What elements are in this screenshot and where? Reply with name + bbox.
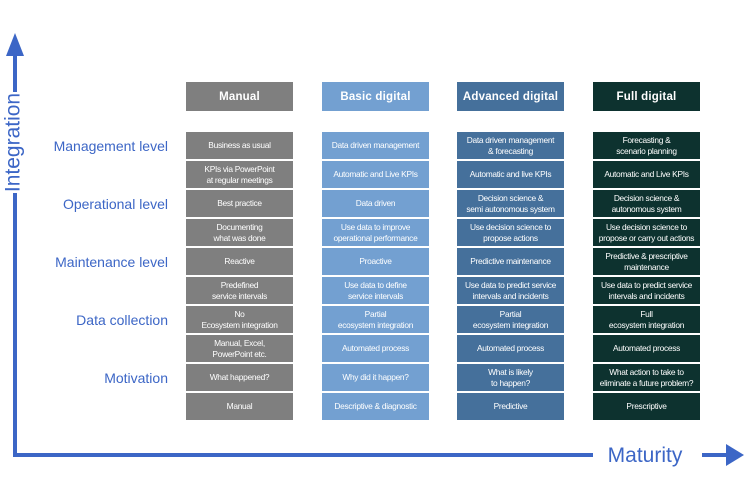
matrix-cell: No Ecosystem integration	[186, 306, 293, 333]
matrix-cell: Predefined service intervals	[186, 277, 293, 304]
matrix-cell: Use decision science to propose actions	[457, 219, 564, 246]
matrix-cell: Use decision science to propose or carry…	[593, 219, 700, 246]
column-header-manual: Manual	[186, 82, 293, 111]
integration-axis-line	[13, 55, 17, 92]
column-header-advanced-digital: Advanced digital	[457, 82, 564, 111]
matrix-cell: Why did it happen?	[322, 364, 429, 391]
matrix-cell: Automatic and live KPIs	[457, 161, 564, 188]
matrix-cell: Predictive & prescriptive maintenance	[593, 248, 700, 275]
matrix-cell: Decision science & semi autonomous syste…	[457, 190, 564, 217]
row-label-management-level: Management level	[53, 137, 168, 154]
matrix-cell: Manual, Excel, PowerPoint etc.	[186, 335, 293, 362]
matrix-cell: Documenting what was done	[186, 219, 293, 246]
matrix-cell: Use data to improve operational performa…	[322, 219, 429, 246]
matrix-cell: Data driven management & forecasting	[457, 132, 564, 159]
matrix-cell: Predictive maintenance	[457, 248, 564, 275]
matrix-cell: Automated process	[457, 335, 564, 362]
column-header-full-digital: Full digital	[593, 82, 700, 111]
matrix-cell: Partial ecosystem integration	[322, 306, 429, 333]
matrix-cell: Decision science & autonomous system	[593, 190, 700, 217]
maturity-axis-line	[702, 453, 727, 457]
maturity-axis-arrowhead-icon	[726, 444, 744, 466]
matrix-cell: Use data to predict service intervals an…	[457, 277, 564, 304]
matrix-cell: Proactive	[322, 248, 429, 275]
matrix-cell: Full ecosystem integration	[593, 306, 700, 333]
matrix-cell: What is likely to happen?	[457, 364, 564, 391]
matrix-cell: Use data to define service intervals	[322, 277, 429, 304]
matrix-cell: Manual	[186, 393, 293, 420]
matrix-cell: Automated process	[593, 335, 700, 362]
matrix-cell: Use data to predict service intervals an…	[593, 277, 700, 304]
matrix-cell: What action to take to eliminate a futur…	[593, 364, 700, 391]
integration-axis-arrowhead-icon	[6, 33, 24, 56]
matrix-cell: Best practice	[186, 190, 293, 217]
row-label-operational-level: Operational level	[62, 195, 168, 212]
matrix-cell: KPIs via PowerPoint at regular meetings	[186, 161, 293, 188]
matrix-cell: Automatic and Live KPIs	[593, 161, 700, 188]
matrix-cell: Automatic and Live KPIs	[322, 161, 429, 188]
matrix-cell: Data driven	[322, 190, 429, 217]
row-label-data-collection: Data collection	[76, 311, 168, 328]
matrix-cell: Predictive	[457, 393, 564, 420]
matrix-cell: Reactive	[186, 248, 293, 275]
matrix-cell: Descriptive & diagnostic	[322, 393, 429, 420]
matrix-cell: Forecasting & scenario planning	[593, 132, 700, 159]
matrix-cell: Business as usual	[186, 132, 293, 159]
maturity-axis-label: Maturity	[607, 444, 683, 467]
column-header-basic-digital: Basic digital	[322, 82, 429, 111]
row-label-motivation: Motivation	[104, 369, 168, 386]
integration-axis-line	[13, 193, 17, 457]
maturity-axis-line	[13, 453, 593, 457]
matrix-cell: Automated process	[322, 335, 429, 362]
matrix-cell: Partial ecosystem integration	[457, 306, 564, 333]
matrix-cell: What happened?	[186, 364, 293, 391]
matrix-cell: Data driven management	[322, 132, 429, 159]
matrix-cell: Prescriptive	[593, 393, 700, 420]
row-label-maintenance-level: Maintenance level	[55, 253, 168, 270]
